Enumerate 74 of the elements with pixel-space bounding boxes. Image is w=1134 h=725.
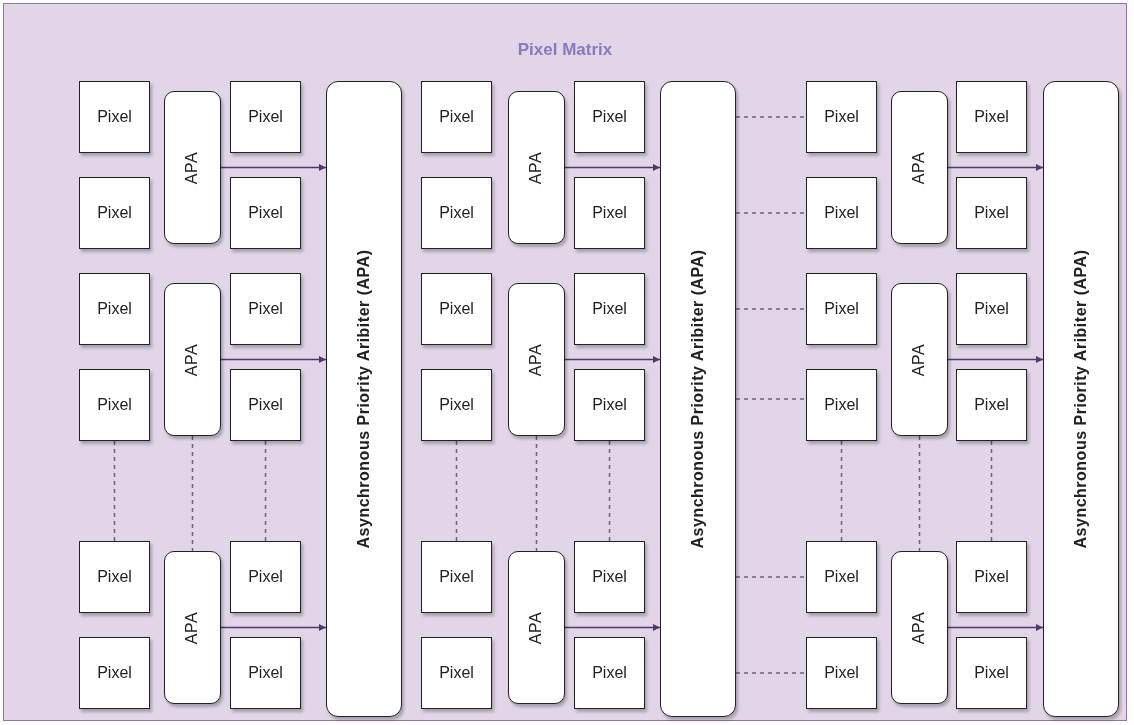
matrix-panel: [3, 3, 1127, 721]
pixel-box: Pixel: [79, 81, 150, 153]
pixel-box: Pixel: [574, 177, 645, 249]
dashed-connector: [735, 212, 807, 214]
arrow: [220, 624, 327, 631]
pixel-box: Pixel: [230, 81, 301, 153]
pixel-box: Pixel: [230, 369, 301, 441]
pixel-box: Pixel: [806, 541, 877, 613]
arrow: [564, 356, 661, 363]
arrow: [947, 624, 1044, 631]
arrow: [220, 356, 327, 363]
pixel-box: Pixel: [806, 177, 877, 249]
pixel-box: Pixel: [421, 177, 492, 249]
dashed-connector: [735, 116, 807, 118]
pixel-box: Pixel: [421, 369, 492, 441]
dashed-connector: [608, 440, 611, 542]
pixel-box: Pixel: [956, 541, 1027, 613]
pixel-box: Pixel: [574, 541, 645, 613]
pixel-box: Pixel: [806, 81, 877, 153]
arrow: [947, 356, 1044, 363]
pixel-box: Pixel: [79, 273, 150, 345]
pixel-box: Pixel: [230, 541, 301, 613]
arbiter-box: APA: [891, 283, 948, 436]
arbiter-box: APA: [508, 283, 565, 436]
pixel-box: Pixel: [806, 637, 877, 709]
pixel-box: Pixel: [421, 637, 492, 709]
arbiter-box: APA: [891, 91, 948, 244]
dashed-connector: [264, 440, 267, 542]
pixel-box: Pixel: [956, 369, 1027, 441]
dashed-connector: [735, 308, 807, 310]
arbiter-box: APA: [164, 551, 221, 704]
pixel-box: Pixel: [230, 177, 301, 249]
arrow: [564, 624, 661, 631]
dashed-connector: [918, 435, 921, 552]
pixel-box: Pixel: [421, 541, 492, 613]
pixel-box: Pixel: [574, 81, 645, 153]
dashed-connector: [455, 440, 458, 542]
pixel-box: Pixel: [806, 273, 877, 345]
arbiter-box: Asynchronous Priority Aribiter (APA): [1043, 81, 1119, 717]
arbiter-box: Asynchronous Priority Aribiter (APA): [326, 81, 402, 717]
panel-title: Pixel Matrix: [517, 40, 613, 59]
pixel-box: Pixel: [421, 81, 492, 153]
dashed-connector: [990, 440, 993, 542]
pixel-box: Pixel: [956, 177, 1027, 249]
dashed-connector: [535, 435, 538, 552]
pixel-box: Pixel: [230, 637, 301, 709]
dashed-connector: [735, 398, 807, 400]
arrow: [564, 164, 661, 171]
arbiter-box: APA: [164, 283, 221, 436]
dashed-connector: [191, 435, 194, 552]
pixel-box: Pixel: [574, 273, 645, 345]
arbiter-box: APA: [508, 551, 565, 704]
arbiter-box: Asynchronous Priority Aribiter (APA): [660, 81, 736, 717]
arbiter-box: APA: [891, 551, 948, 704]
pixel-box: Pixel: [79, 369, 150, 441]
pixel-box: Pixel: [574, 369, 645, 441]
pixel-box: Pixel: [806, 369, 877, 441]
dashed-connector: [840, 440, 843, 542]
pixel-box: Pixel: [79, 541, 150, 613]
arrow: [947, 164, 1044, 171]
pixel-box: Pixel: [574, 637, 645, 709]
dashed-connector: [113, 440, 116, 542]
arbiter-box: APA: [164, 91, 221, 244]
pixel-box: Pixel: [956, 273, 1027, 345]
arrow: [220, 164, 327, 171]
pixel-box: Pixel: [79, 177, 150, 249]
pixel-box: Pixel: [79, 637, 150, 709]
arbiter-box: APA: [508, 91, 565, 244]
pixel-box: Pixel: [230, 273, 301, 345]
pixel-box: Pixel: [421, 273, 492, 345]
dashed-connector: [735, 672, 807, 674]
dashed-connector: [735, 576, 807, 578]
pixel-box: Pixel: [956, 637, 1027, 709]
pixel-box: Pixel: [956, 81, 1027, 153]
